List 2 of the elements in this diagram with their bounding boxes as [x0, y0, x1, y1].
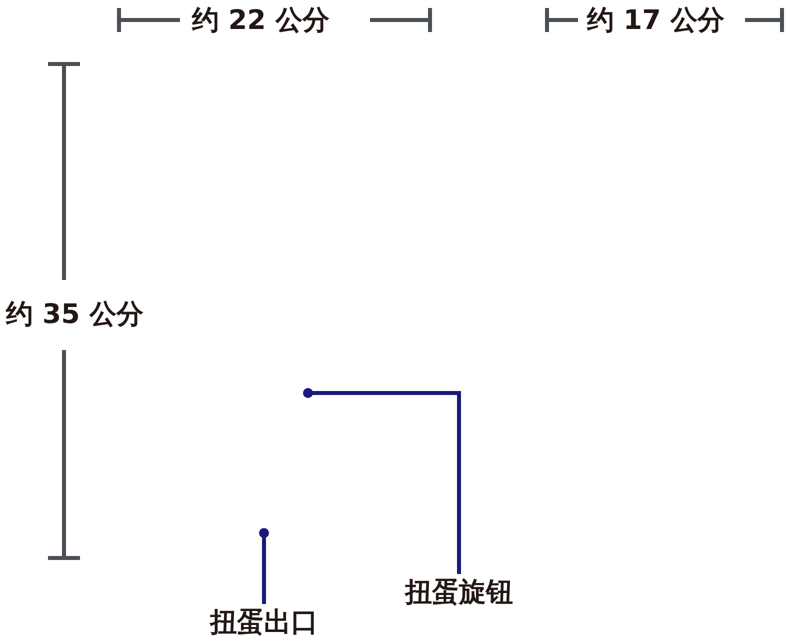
- leader-line: [303, 388, 461, 574]
- leader-line: [259, 528, 269, 604]
